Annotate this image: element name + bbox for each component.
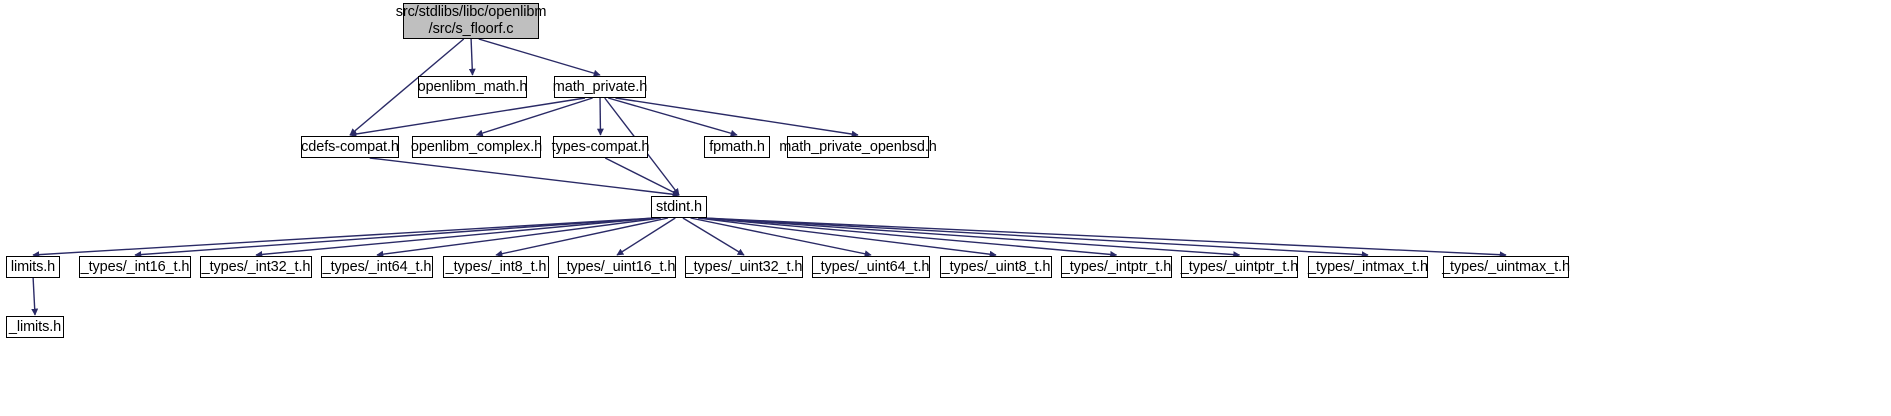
edge-root-to-math_private	[478, 38, 601, 77]
graph-node-intptr[interactable]: _types/_intptr_t.h	[1061, 256, 1172, 278]
graph-node-uintptr[interactable]: _types/_uintptr_t.h	[1181, 256, 1298, 278]
graph-node-uint16[interactable]: _types/_uint16_t.h	[558, 256, 676, 278]
graph-node-uint32[interactable]: _types/_uint32_t.h	[685, 256, 803, 278]
edge-stdint-to-int8	[495, 217, 669, 258]
graph-node-limits[interactable]: limits.h	[6, 256, 60, 278]
edge-cdefs_compat-to-stdint	[369, 157, 680, 198]
edge-stdint-to-int16	[134, 217, 656, 259]
graph-node-math_private[interactable]: math_private.h	[553, 76, 647, 98]
edge-stdint-to-uint8	[697, 217, 997, 258]
graph-node-intmax[interactable]: _types/_intmax_t.h	[1308, 256, 1428, 278]
graph-node-uint64[interactable]: _types/_uint64_t.h	[812, 256, 930, 278]
edge-stdint-to-limits	[32, 217, 656, 259]
edge-stdint-to-uintmax	[702, 217, 1507, 259]
edge-math_private-to-fpmath	[608, 97, 738, 137]
edge-math_private-to-cdefs_compat	[349, 97, 586, 138]
edge-stdint-to-uintptr	[702, 217, 1241, 259]
edge-stdint-to-int64	[376, 217, 661, 258]
graph-node-int16[interactable]: _types/_int16_t.h	[79, 256, 191, 278]
graph-node-root[interactable]: src/stdlibs/libc/openlibm /src/s_floorf.…	[395, 3, 547, 39]
graph-node-stdint[interactable]: stdint.h	[651, 196, 707, 218]
edge-types_compat-to-stdint	[604, 157, 680, 196]
graph-node-uint8[interactable]: _types/_uint8_t.h	[940, 256, 1052, 278]
edge-stdint-to-int32	[255, 217, 656, 258]
edge-root-to-openlibm_math	[468, 38, 476, 76]
edge-stdint-to-uint32	[682, 217, 745, 256]
graph-node-int32[interactable]: _types/_int32_t.h	[200, 256, 312, 278]
graph-node-_limits[interactable]: _limits.h	[6, 316, 64, 338]
graph-node-openlibm_complex[interactable]: openlibm_complex.h	[411, 136, 542, 158]
edge-stdint-to-uint64	[690, 217, 872, 258]
graph-node-types_compat[interactable]: types-compat.h	[552, 136, 649, 158]
graph-node-int64[interactable]: _types/_int64_t.h	[321, 256, 433, 278]
edge-stdint-to-intptr	[702, 217, 1118, 258]
edge-limits-to-_limits	[31, 277, 39, 316]
graph-node-openlibm_math[interactable]: openlibm_math.h	[418, 76, 527, 98]
edge-math_private-to-openlibm_complex	[475, 97, 593, 137]
edge-stdint-to-intmax	[702, 217, 1369, 259]
graph-node-math_private_openbsd[interactable]: math_private_openbsd.h	[779, 136, 937, 158]
graph-node-uintmax[interactable]: _types/_uintmax_t.h	[1442, 256, 1570, 278]
graph-node-fpmath[interactable]: fpmath.h	[704, 136, 770, 158]
edge-stdint-to-uint16	[616, 217, 676, 256]
edge-math_private-to-math_private_openbsd	[615, 97, 859, 138]
graph-node-int8[interactable]: _types/_int8_t.h	[443, 256, 549, 278]
graph-node-cdefs_compat[interactable]: cdefs-compat.h	[301, 136, 399, 158]
